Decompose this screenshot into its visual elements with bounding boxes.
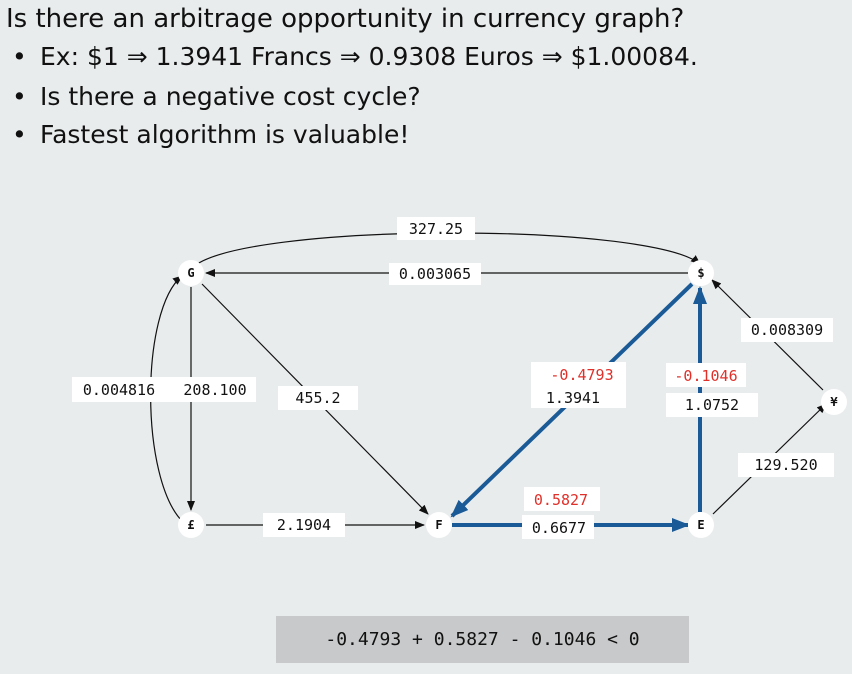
label-dollar-to-f: 1.3941	[546, 389, 600, 407]
node-f: F	[426, 512, 452, 538]
label-dollar-to-g: 0.003065	[399, 265, 471, 283]
negative-cycle-formula: -0.4793 + 0.5827 - 0.1046 < 0	[276, 616, 689, 663]
slide-title: Is there an arbitrage opportunity in cur…	[6, 4, 685, 34]
label-f-to-e-log: 0.5827	[534, 491, 588, 509]
node-dollar: $	[688, 260, 714, 286]
label-e-to-dollar-log: -0.1046	[674, 367, 737, 385]
label-e-to-dollar: 1.0752	[685, 396, 739, 414]
label-g-pound-left: 0.004816	[83, 381, 155, 399]
bullet-dot: •	[12, 82, 27, 111]
node-pound: £	[178, 512, 204, 538]
node-e: E	[688, 512, 714, 538]
bullet-text: Is there a negative cost cycle?	[40, 82, 421, 111]
label-f-to-e: 0.6677	[532, 519, 586, 537]
bullet-negative-cycle: • Is there a negative cost cycle?	[12, 82, 421, 111]
node-yen: ¥	[821, 389, 847, 415]
label-e-to-yen: 129.520	[754, 456, 817, 474]
node-dollar-label: $	[697, 266, 704, 280]
node-e-label: E	[697, 518, 704, 532]
node-g-label: G	[187, 266, 194, 280]
node-yen-label: ¥	[830, 395, 838, 409]
bullet-fastest: • Fastest algorithm is valuable!	[12, 120, 409, 149]
bullet-example: • Ex: $1 ⇒ 1.3941 Francs ⇒ 0.9308 Euros ⇒…	[12, 42, 698, 71]
label-g-to-dollar: 327.25	[409, 220, 463, 238]
bullet-dot: •	[12, 42, 27, 71]
bullet-text: Ex: $1 ⇒ 1.3941 Francs ⇒ 0.9308 Euros ⇒ …	[40, 42, 698, 71]
node-f-label: F	[435, 518, 442, 532]
node-pound-label: £	[187, 518, 194, 532]
bullet-dot: •	[12, 120, 27, 149]
label-yen-to-dollar: 0.008309	[751, 321, 823, 339]
label-pound-to-f: 2.1904	[277, 516, 331, 534]
label-g-to-f: 455.2	[295, 389, 340, 407]
bullet-text: Fastest algorithm is valuable!	[40, 120, 410, 149]
label-g-pound-right: 208.100	[183, 381, 246, 399]
node-g: G	[178, 260, 204, 286]
label-dollar-to-f-log: -0.4793	[550, 366, 613, 384]
